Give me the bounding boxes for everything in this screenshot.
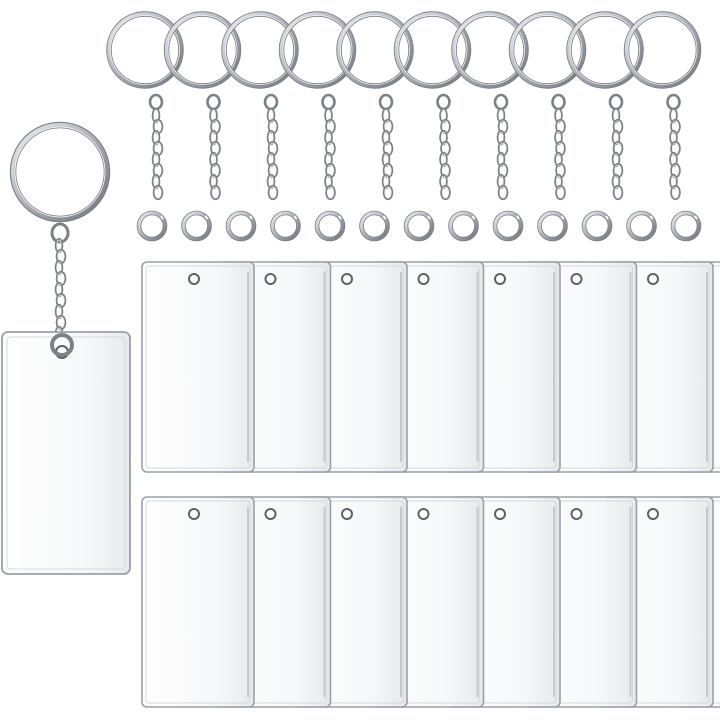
jump-ring <box>451 213 477 239</box>
jump-ring <box>184 213 210 239</box>
chain <box>210 109 219 199</box>
split-rings-group <box>109 14 699 199</box>
chain <box>613 109 622 199</box>
acrylic-blanks-group <box>142 262 720 707</box>
jump-ring <box>273 213 299 239</box>
jump-ring <box>540 213 566 239</box>
chain <box>498 109 507 199</box>
jump-ring <box>584 213 610 239</box>
jump-ring <box>673 213 699 239</box>
chain <box>56 239 65 340</box>
featured-keychain <box>2 125 130 574</box>
jump-ring <box>228 213 254 239</box>
acrylic-blank <box>142 262 254 472</box>
featured-acrylic-blank <box>2 332 130 574</box>
jump-ring <box>406 213 432 239</box>
acrylic-blank <box>142 497 254 707</box>
jump-ring <box>629 213 655 239</box>
jump-ring <box>362 213 388 239</box>
chain <box>268 109 277 199</box>
chain <box>153 109 162 199</box>
chain <box>670 109 679 199</box>
jump-ring <box>317 213 343 239</box>
chain <box>440 109 449 199</box>
chain <box>383 109 392 199</box>
jump-ring <box>139 213 165 239</box>
jump-ring <box>495 213 521 239</box>
jump-rings-group <box>139 213 699 239</box>
chain <box>325 109 334 199</box>
chain <box>555 109 564 199</box>
